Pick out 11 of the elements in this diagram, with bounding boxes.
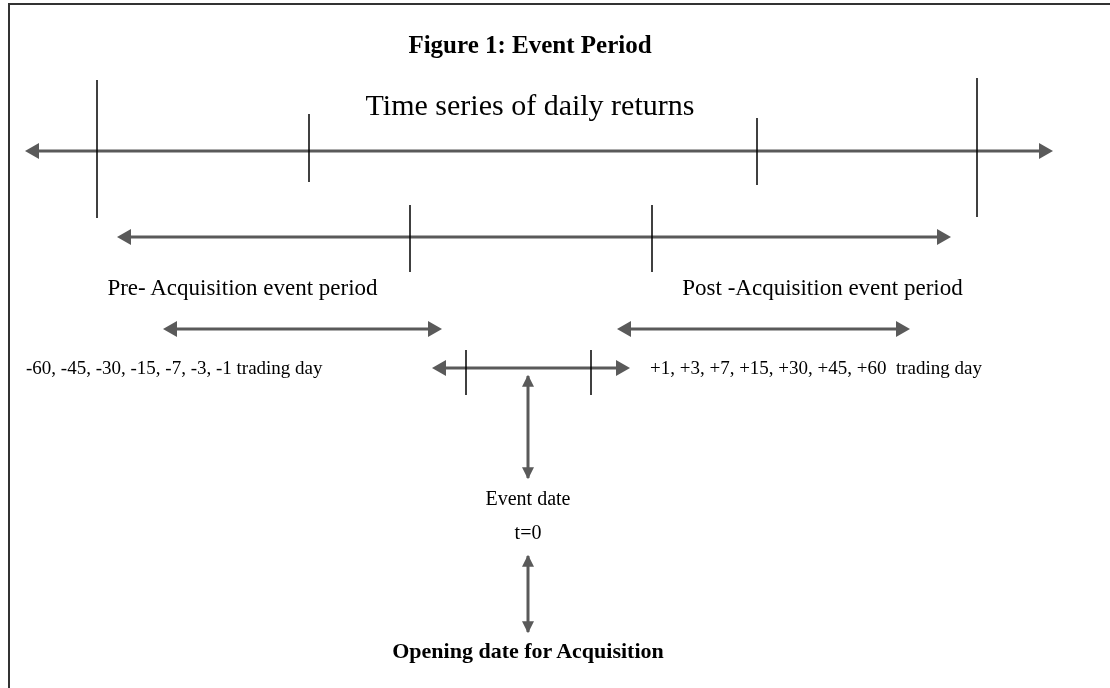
double-arrow: [522, 374, 534, 480]
timeline-label: +1, +3, +7, +15, +30, +45, +60 trading day: [650, 356, 983, 380]
timeline-label: Post -Acquisition event period: [681, 274, 964, 302]
double-arrow: [522, 554, 534, 634]
timeline-label: Time series of daily returns: [364, 87, 696, 123]
timeline-label: Pre- Acquisition event period: [106, 274, 379, 302]
timeline-label: -60, -45, -30, -15, -7, -3, -1 trading day: [26, 356, 324, 380]
event-text: t=0: [514, 520, 542, 545]
event-text: Event date: [485, 486, 571, 511]
figure-title: Figure 1: Event Period: [407, 30, 653, 60]
event-text: Opening date for Acquisition: [392, 637, 664, 665]
